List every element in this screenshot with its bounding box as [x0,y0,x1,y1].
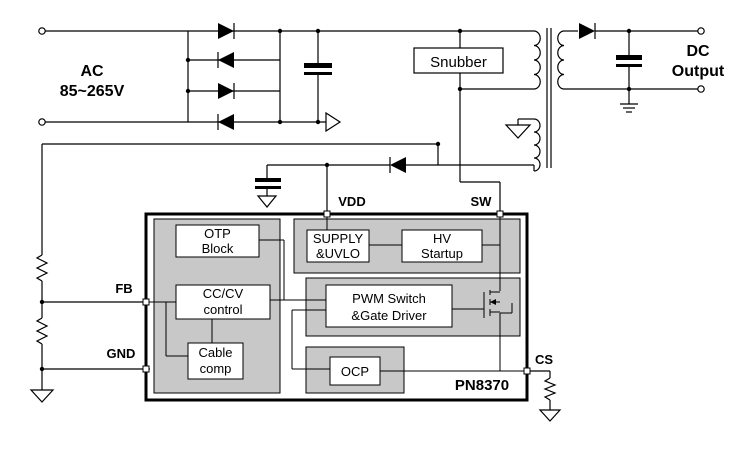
mosfet-symbol [452,290,500,318]
auxiliary-winding [533,118,541,172]
sw-pin [496,210,504,218]
output-capacitor-plate [616,55,642,60]
secondary-winding [557,30,565,90]
vdd-pin [323,210,331,218]
fb-pin-label: FB [115,281,132,296]
ac-terminal-top [38,27,46,35]
vdd-ground-symbol [256,195,278,208]
output-ground-symbol [620,103,638,113]
feedback-divider [29,144,146,403]
output-label-line2: Output [672,63,725,80]
fb-pin [142,298,150,306]
bridge-rectifier [185,23,283,130]
snubber: Snubber [413,28,534,182]
supply-uvlo-line2: &UVLO [316,246,360,261]
cs-ground-symbol [538,409,562,422]
supply-uvlo-line1: SUPPLY [313,231,364,246]
bridge-diode-4 [217,114,234,130]
vdd-capacitor-plate [255,178,281,182]
pwm-gate-driver-block: PWM Switch &Gate Driver [325,284,453,328]
gnd-pin [142,365,150,373]
pwm-gate-driver-line1: PWM Switch [352,291,426,306]
cs-pin [523,367,531,375]
output-terminal-top [697,27,705,35]
otp-block-line1: OTP [204,226,231,241]
vdd-pin-label: VDD [338,194,365,209]
ac-input: AC 85~265V [38,27,188,126]
output-terminal-bottom [697,85,705,93]
hv-startup-line2: Startup [421,246,463,261]
transformer [438,28,565,172]
ac-terminal-bottom [38,118,46,126]
cccv-control-line2: control [203,302,242,317]
cs-sense-resistor [530,370,562,422]
snubber-label: Snubber [430,54,487,71]
bridge-diode-1 [218,23,235,39]
hv-startup-block: HV Startup [401,229,483,263]
output-label-line1: DC [686,43,710,60]
output-stage: DC Output [564,23,725,113]
pwm-gate-driver-line2: &Gate Driver [351,308,427,323]
vdd-diode [389,157,406,173]
sw-path [460,181,501,213]
ac-label: AC [80,63,104,80]
sw-pin-label: SW [471,194,493,209]
bridge-diode-2 [217,52,234,68]
cccv-control-line1: CC/CV [203,286,244,301]
feedback-resistor-bottom [35,317,49,345]
part-number-label: PN8370 [455,377,509,394]
cccv-control-block: CC/CV control [175,284,271,320]
gnd-pin-label: GND [107,346,136,361]
snubber-box [413,47,504,74]
supply-uvlo-block: SUPPLY &UVLO [306,229,370,263]
bulk-capacitor [280,28,460,133]
feedback-resistor-top [35,254,49,282]
cs-pin-label: CS [535,352,553,367]
feedback-ground-symbol [29,389,55,403]
cable-comp-line2: comp [200,361,232,376]
otp-block: OTP Block [175,224,260,258]
ic-package: OTP Block SUPPLY &UVLO HV Startup CC/CV … [142,210,531,402]
ocp-block: OCP [329,356,381,386]
cable-comp-block: Cable comp [187,342,244,380]
ocp-label: OCP [341,364,369,379]
vdd-supply-path [42,141,441,213]
primary-winding [533,30,541,90]
hv-startup-line1: HV [433,231,451,246]
aux-ground-symbol [504,124,532,139]
bridge-diode-3 [218,83,235,99]
output-diode [579,23,596,39]
ic-internal-wiring [146,214,527,372]
cable-comp-line1: Cable [199,345,233,360]
otp-block-line2: Block [202,241,234,256]
ac-range-label: 85~265V [60,83,125,100]
primary-ground-symbol [325,111,342,133]
